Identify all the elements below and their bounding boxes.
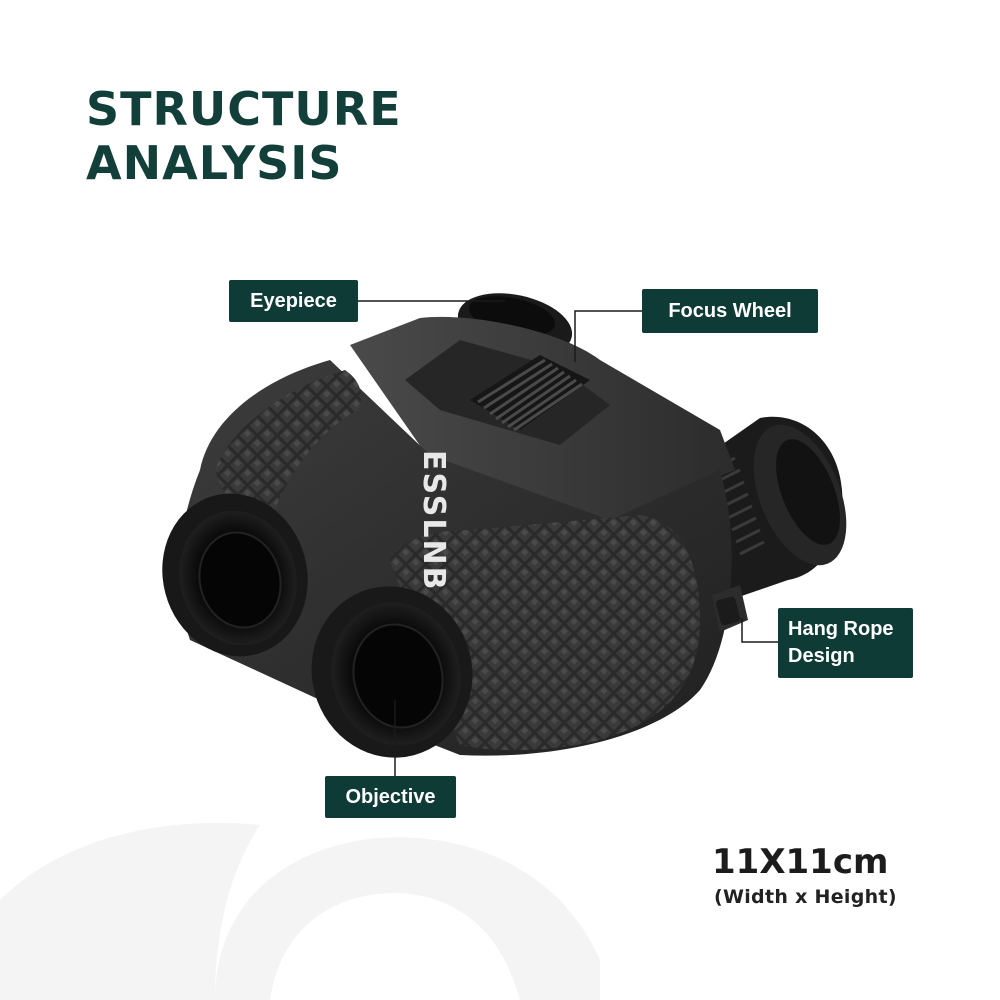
label-eyepiece-text: Eyepiece [250, 289, 337, 312]
dimensions-size: 11X11cm [712, 842, 889, 882]
label-objective: Objective [325, 776, 456, 818]
objective-lens-right [311, 586, 473, 758]
hang-rope-lug [712, 585, 748, 632]
label-hang-rope-line-1: Hang Rope [788, 618, 894, 640]
leader-focus-wheel [574, 310, 642, 362]
binoculars: ESSLNB [162, 293, 847, 758]
page-title: STRUCTURE ANALYSIS [86, 82, 402, 190]
label-eyepiece: Eyepiece [229, 280, 358, 322]
eyepiece-right [700, 416, 847, 600]
label-focus-wheel: Focus Wheel [642, 289, 818, 333]
label-objective-text: Objective [345, 785, 436, 808]
brand-mark: ESSLNB [416, 450, 451, 591]
objective-lens-left [162, 493, 308, 657]
title-line-2: ANALYSIS [86, 136, 343, 190]
dimensions-caption: (Width x Height) [714, 886, 897, 908]
leader-lines [358, 300, 778, 776]
label-hang-rope-line-2: Design [788, 645, 855, 667]
label-hang-rope-text: Hang Rope Design [788, 616, 894, 670]
label-hang-rope-design: Hang Rope Design [778, 608, 913, 678]
title-line-1: STRUCTURE [86, 82, 402, 136]
label-focus-wheel-text: Focus Wheel [668, 299, 792, 322]
leader-hang-rope [741, 618, 778, 643]
focus-wheel [470, 355, 590, 432]
background-watermark [0, 822, 600, 1000]
